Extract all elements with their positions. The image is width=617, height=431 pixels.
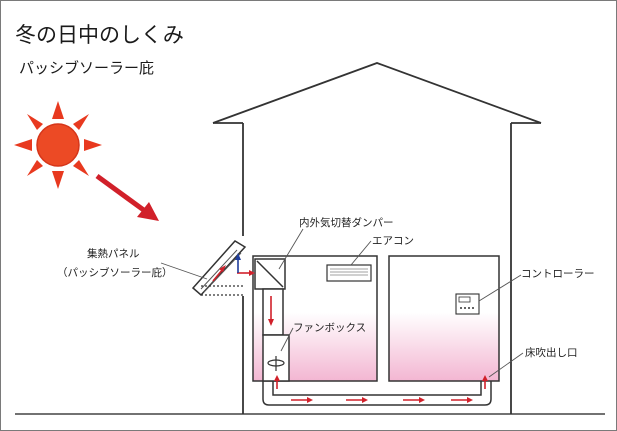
- fan-icon: [267, 356, 285, 371]
- house-outline: [212, 62, 542, 414]
- room-right: [388, 255, 500, 382]
- duct-system: [254, 258, 492, 406]
- leader-lines: [160, 228, 524, 378]
- label-aircon: エアコン: [372, 235, 414, 247]
- solar-collector-panel: [191, 240, 247, 297]
- controller-icon: [455, 293, 480, 315]
- label-damper: 内外気切替ダンパー: [299, 216, 394, 229]
- air-conditioner-icon: [326, 264, 372, 282]
- label-fanbox: ファンボックス: [293, 322, 366, 334]
- page-title: 冬の日中のしくみ: [15, 23, 184, 47]
- label-controller: コントローラー: [521, 268, 595, 280]
- label-collector-line2: （パッシブソーラー庇）: [57, 266, 173, 279]
- label-outlet: 床吹出し口: [525, 346, 578, 359]
- airflow-arrow-icon: [212, 265, 488, 403]
- damper-blade: [256, 260, 284, 288]
- label-collector-line1: 集熱パネル: [87, 247, 140, 260]
- exhaust-arrow-icon: [235, 253, 241, 273]
- sunlight-arrow-icon: [95, 173, 159, 221]
- sun-icon: [14, 101, 102, 189]
- page-subtitle: パッシブソーラー庇: [19, 59, 155, 77]
